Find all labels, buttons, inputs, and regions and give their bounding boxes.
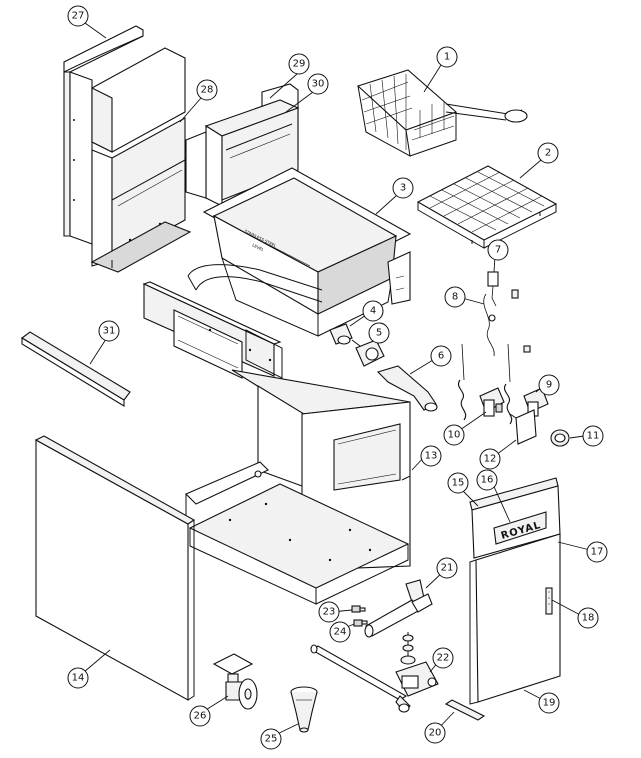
- thermostat: [504, 343, 549, 425]
- svg-text:17: 17: [591, 547, 604, 558]
- svg-text:1: 1: [444, 52, 450, 63]
- svg-text:7: 7: [495, 245, 501, 256]
- gas-manifold: [364, 579, 433, 638]
- svg-text:29: 29: [293, 59, 306, 70]
- callout-15: 15: [447, 472, 469, 494]
- svg-text:23: 23: [323, 607, 336, 618]
- callout-22: 22: [432, 647, 454, 669]
- svg-text:3: 3: [400, 183, 406, 194]
- svg-text:21: 21: [441, 563, 454, 574]
- callout-26: 26: [189, 705, 211, 727]
- svg-text:22: 22: [437, 653, 450, 664]
- caster: [212, 653, 258, 710]
- callout-5: 5: [368, 322, 390, 344]
- callout-10: 10: [443, 424, 465, 446]
- callout-7: 7: [487, 239, 509, 261]
- svg-text:16: 16: [481, 475, 494, 486]
- callout-17: 17: [586, 541, 608, 563]
- door-top: ROYAL: [469, 477, 561, 559]
- svg-text:8: 8: [452, 292, 458, 303]
- svg-text:5: 5: [376, 328, 382, 339]
- leg: [290, 686, 318, 733]
- control-knob: [550, 429, 570, 447]
- callout-3: 3: [392, 177, 414, 199]
- cabinet: [185, 369, 411, 605]
- callout-12: 12: [479, 448, 501, 470]
- svg-text:15: 15: [452, 478, 465, 489]
- flue-riser: [90, 47, 192, 273]
- callout-2: 2: [537, 142, 559, 164]
- svg-text:25: 25: [265, 734, 278, 745]
- control-bracket: [509, 409, 537, 445]
- callout-30: 30: [307, 73, 329, 95]
- callout-11: 11: [582, 425, 604, 447]
- callout-19: 19: [538, 692, 560, 714]
- callout-8: 8: [444, 286, 466, 308]
- svg-text:2: 2: [545, 148, 551, 159]
- callout-29: 29: [288, 53, 310, 75]
- fry-pot: STAINLESS STEEL LEVEL: [187, 167, 412, 337]
- callout-4: 4: [362, 300, 384, 322]
- gas-valve: [458, 343, 505, 421]
- svg-text:14: 14: [72, 673, 85, 684]
- drain-nipple: [329, 323, 353, 345]
- side-panel: [34, 435, 196, 701]
- svg-text:19: 19: [543, 698, 556, 709]
- svg-text:13: 13: [425, 451, 438, 462]
- svg-text:24: 24: [334, 627, 347, 638]
- callouts: 27 28 29 30 1 2 3 4 5 6 7 8 9 10 11 12 1…: [67, 5, 608, 750]
- drain-extension: [376, 365, 438, 412]
- callout-23: 23: [318, 601, 340, 623]
- thermopile: [487, 271, 519, 307]
- heat-shield: [142, 281, 283, 379]
- svg-text:12: 12: [484, 454, 497, 465]
- callout-13: 13: [420, 445, 442, 467]
- svg-text:6: 6: [438, 351, 444, 362]
- svg-text:18: 18: [582, 613, 595, 624]
- pot-marking-level: LEVEL: [252, 242, 266, 252]
- svg-text:30: 30: [312, 79, 325, 90]
- gas-piping: [310, 632, 439, 713]
- nameplate: [493, 511, 547, 545]
- callout-31: 31: [98, 320, 120, 342]
- callout-18: 18: [577, 607, 599, 629]
- callout-16: 16: [476, 469, 498, 491]
- svg-text:31: 31: [103, 326, 116, 337]
- callout-1: 1: [436, 46, 458, 68]
- svg-text:10: 10: [448, 430, 461, 441]
- door-magnet: [545, 587, 553, 615]
- orifice-nut: [353, 619, 368, 627]
- orifice: [351, 605, 366, 613]
- callout-6: 6: [430, 345, 452, 367]
- svg-text:11: 11: [587, 431, 600, 442]
- svg-text:27: 27: [72, 11, 85, 22]
- callout-14: 14: [67, 667, 89, 689]
- callout-27: 27: [67, 5, 89, 27]
- side-strip: [21, 331, 131, 407]
- basket-rack: [416, 165, 558, 249]
- svg-text:28: 28: [201, 85, 214, 96]
- callout-9: 9: [538, 374, 560, 396]
- callout-28: 28: [196, 79, 218, 101]
- svg-text:9: 9: [546, 380, 552, 391]
- callout-25: 25: [260, 728, 282, 750]
- callout-24: 24: [329, 621, 351, 643]
- drain-valve: [351, 339, 385, 367]
- svg-text:26: 26: [194, 711, 207, 722]
- door-bottom-hinge: [444, 699, 486, 721]
- pilot-assembly: [483, 293, 531, 357]
- basket: [356, 69, 528, 157]
- flue-cover: [63, 25, 144, 245]
- callout-20: 20: [424, 722, 446, 744]
- svg-text:20: 20: [429, 728, 442, 739]
- svg-text:4: 4: [370, 306, 376, 317]
- door: [469, 533, 561, 705]
- callout-21: 21: [436, 557, 458, 579]
